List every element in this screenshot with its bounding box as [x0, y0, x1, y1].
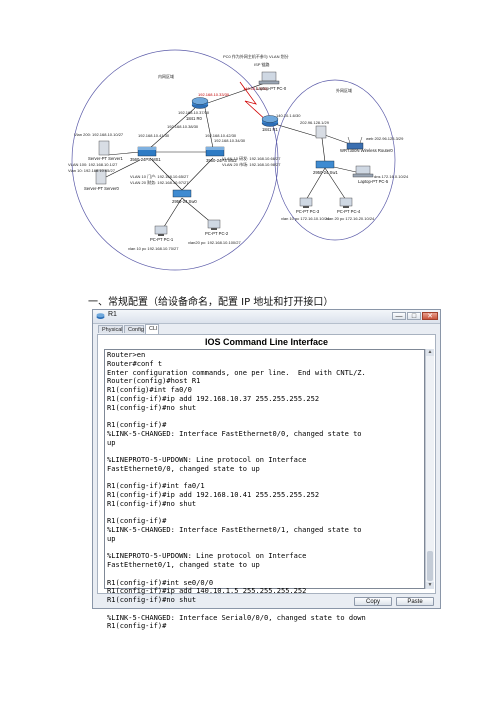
laptop-right-caption: Laptop-PT PC-5: [358, 179, 389, 184]
wireless-caption: WRT300N Wireless Router0: [340, 148, 393, 153]
pc-mid-caption: PC-PT PC-2: [205, 231, 229, 236]
tab-cli[interactable]: CLI: [145, 324, 159, 334]
pc0-caption: Laptop-PT PC-0: [256, 86, 287, 91]
scroll-thumb[interactable]: [427, 551, 433, 581]
vlan-mid-2: VLAN 20 财务: 192.168.10.97/27: [130, 179, 189, 185]
minimize-button[interactable]: —: [392, 312, 406, 320]
r0-ip-a: 192.168.10.33/30: [198, 92, 230, 97]
ms1-caption: 3560-24PS MS1: [130, 157, 161, 162]
internal-area-label: 内网区域: [158, 73, 174, 79]
multilayer-switch-ms1: [137, 146, 157, 157]
server-left-caption: Server-PT Server1: [88, 156, 124, 161]
topology-top-note: PC0 作为外网主机不参与 VLAN 划分: [223, 53, 289, 59]
pc-ext-1: [299, 197, 313, 208]
vlan-left-2: Vlan 10: 192.168.10.65/27: [68, 168, 116, 173]
external-area-label: 外网区域: [336, 87, 352, 93]
server-left: [98, 140, 110, 156]
r0-ip-c: 140.10.1.5/30: [243, 86, 268, 91]
sw0-caption: 2950-24 Sw0: [172, 199, 197, 204]
pc-left: [154, 225, 168, 236]
bottom-bar: Copy Paste: [93, 595, 440, 608]
tab-physical[interactable]: Physical: [98, 325, 123, 333]
copy-button[interactable]: Copy: [354, 597, 392, 606]
vlan-mid-1: VLAN 10 门户: 192.168.10.65/27: [130, 173, 189, 179]
close-button[interactable]: ✕: [422, 312, 438, 320]
isp-link-label: ISP 链路: [254, 61, 270, 67]
server-ip: Vlan 200: 192.168.10.10/27: [74, 132, 124, 137]
sw1-caption: 2950-24 Sw1: [313, 170, 338, 175]
ms1-ip-b: 192.168.10.41/30: [138, 133, 170, 138]
web-ip: web 202.96.128.3/29: [366, 136, 404, 141]
router-r0: [191, 97, 209, 109]
server-left2-caption: Server-PT Server0: [84, 186, 120, 191]
laptop-pc0: [258, 71, 280, 85]
ms2-ip-b: 192.168.10.34/30: [214, 138, 246, 143]
multilayer-switch-ms2: [205, 146, 225, 157]
ms1-ip-a: 192.168.10.38/30: [167, 124, 199, 129]
pc-mid: [207, 219, 221, 230]
tab-bar: Physical Config CLI: [93, 324, 440, 334]
internal-network-area: [71, 49, 279, 271]
pc-ext-1-ip: vlan 10 pc 172.16.10.10/24: [281, 216, 330, 221]
pc-ext-1-caption: PC-PT PC-3: [296, 209, 320, 214]
router-config-window: R1 — □ ✕ Physical Config CLI IOS Command…: [92, 309, 441, 630]
pc-left-caption: PC-PT PC-1: [150, 237, 174, 242]
cli-output-text[interactable]: Router>en Router#conf t Enter configurat…: [107, 350, 366, 631]
laptop-right: [352, 165, 374, 178]
router-r1: [261, 115, 279, 127]
pc-ext-2-caption: PC-PT PC-4: [337, 209, 361, 214]
scroll-down-icon[interactable]: ▼: [426, 582, 434, 589]
r1-ip-a: 140.10.1.6/30: [276, 113, 301, 118]
r1-ip-b: 202.96.128.1/29: [300, 120, 330, 125]
server-left-2: [95, 169, 107, 185]
vlan-right-1: VLAN 10 研发: 192.168.10.66/27: [222, 155, 281, 161]
r1-caption: 1841 R1: [262, 127, 279, 132]
dns-note: dns 172.16.0.10/24: [374, 174, 409, 179]
wireless-router: [346, 136, 364, 150]
pc-left-ip: vlan 10 pc 192.168.10.70/27: [128, 246, 179, 251]
r0-ip-b: 192.168.10.37/30: [178, 110, 210, 115]
scroll-up-icon[interactable]: ▲: [426, 349, 434, 356]
window-titlebar[interactable]: R1 — □ ✕: [93, 310, 440, 324]
r0-caption: 1841 R0: [186, 116, 203, 121]
cli-terminal[interactable]: Router>en Router#conf t Enter configurat…: [104, 349, 425, 630]
topology-links: [103, 81, 357, 231]
switch-sw0: [172, 189, 192, 198]
network-topology-diagram: PC0 作为外网主机不参与 VLAN 划分 内网区域 外网区域 ISP 链路 1…: [68, 49, 409, 271]
ms2-caption: 3560-24PS MS2: [206, 158, 237, 163]
cli-scrollbar[interactable]: ▲ ▼: [425, 349, 434, 589]
cli-panel: IOS Command Line Interface Router>en Rou…: [97, 334, 436, 630]
server-web: [315, 125, 327, 139]
pc-ext-2: [339, 197, 353, 208]
paste-button[interactable]: Paste: [396, 597, 434, 606]
pc-mid-ip: vlan20 pc: 192.168.10.100/27: [188, 240, 241, 245]
section-heading: 一、常规配置（给设备命名，配置 IP 地址和打开接口）: [88, 297, 334, 308]
ms2-ip-a: 192.168.10.42/30: [205, 133, 237, 138]
vlan-right-2: VLAN 20 市场: 192.168.10.98/27: [222, 161, 281, 167]
tab-config[interactable]: Config: [124, 325, 144, 333]
window-title: R1: [108, 311, 117, 318]
cli-header: IOS Command Line Interface: [204, 337, 329, 347]
external-network-area: [274, 79, 396, 241]
vlan-left-1: VLAN 100: 192.168.10.1/27: [68, 162, 118, 167]
router-app-icon: [96, 313, 105, 319]
pc-ext-2-ip: vlan 20 pc 172.16.20.10/24: [326, 216, 375, 221]
maximize-button[interactable]: □: [407, 312, 421, 320]
switch-sw1: [315, 160, 335, 169]
